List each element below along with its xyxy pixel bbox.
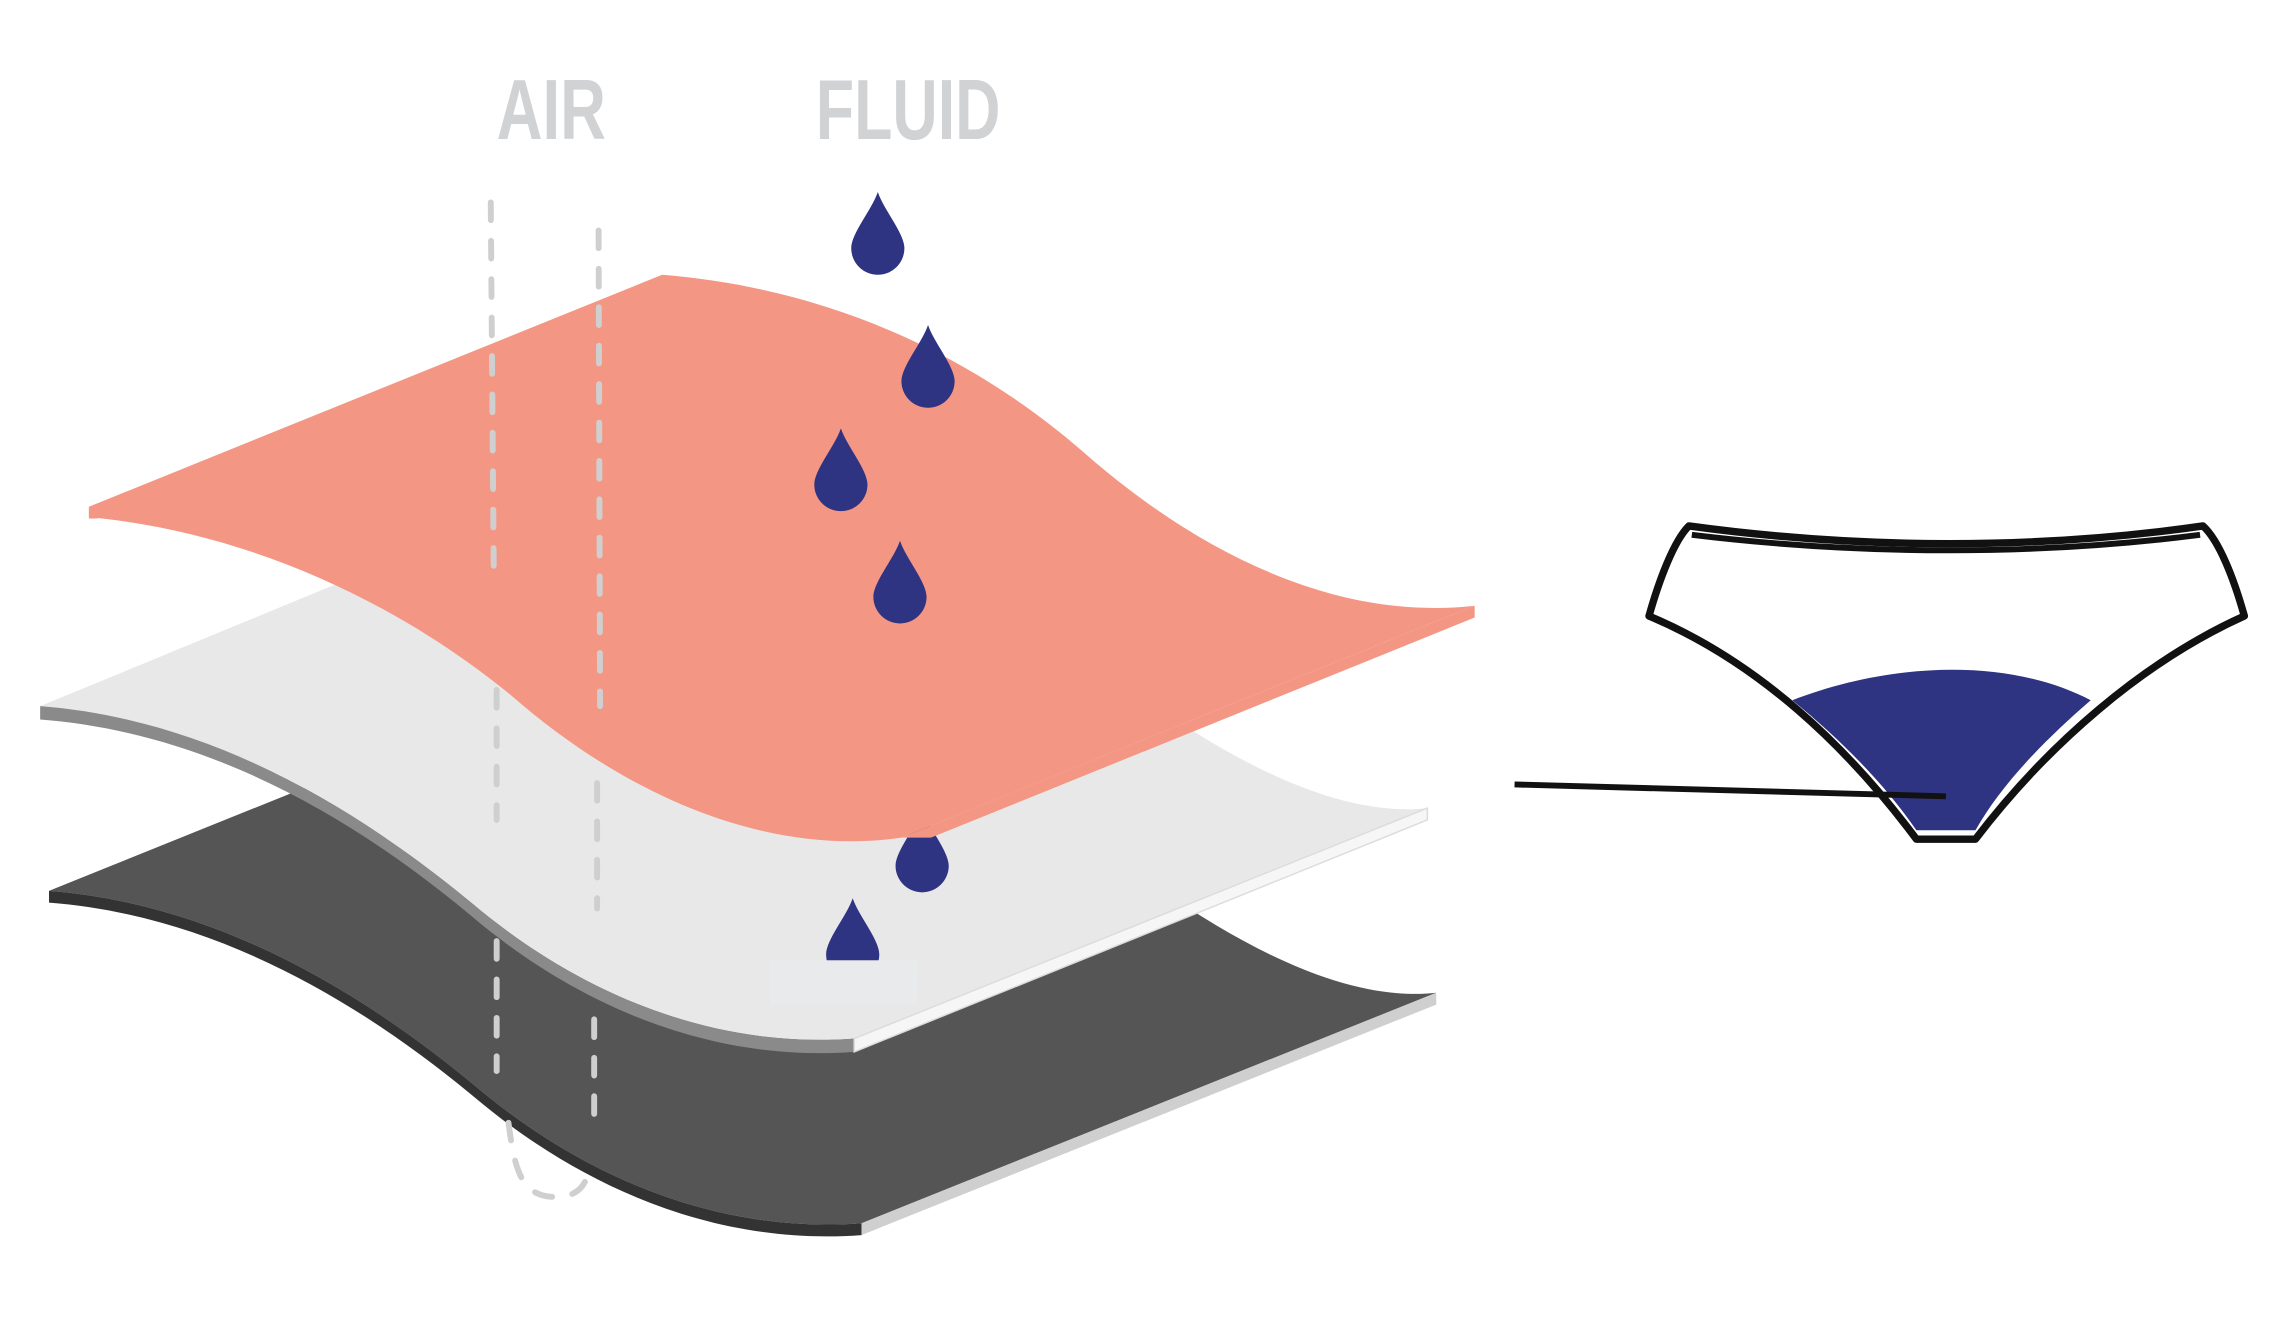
top-layer bbox=[88, 274, 1475, 842]
fluid-label: FLUID bbox=[816, 62, 1001, 158]
fluid-drop-icon bbox=[851, 192, 905, 275]
air-label: AIR bbox=[497, 62, 606, 158]
fluid-drop-icon bbox=[901, 325, 955, 408]
underwear-icon bbox=[1514, 522, 2249, 843]
fluid-drop-icon bbox=[873, 540, 927, 624]
pointer-line bbox=[1514, 781, 1947, 800]
fluid-drops-upper bbox=[814, 192, 955, 624]
fluid-drop-icon bbox=[814, 428, 868, 512]
air-flow-lines bbox=[487, 199, 604, 1200]
gap-highlight bbox=[769, 960, 918, 1005]
fluid-drop-icon bbox=[895, 809, 949, 893]
